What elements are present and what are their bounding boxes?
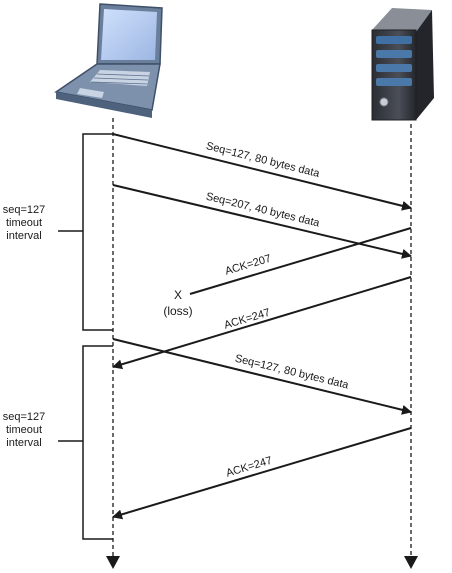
timeout-label-1: seq=127 timeout interval (3, 204, 46, 242)
client-lifeline (106, 118, 120, 569)
timeout-label-line: timeout (6, 424, 42, 436)
timeout-bracket-2 (58, 345, 113, 540)
message-arrow-5 (112, 338, 412, 415)
timeout-label-line: seq=127 (3, 411, 46, 423)
client-lifeline-arrowhead (106, 556, 120, 569)
server-lifeline-arrowhead (404, 556, 418, 569)
message-arrow-4 (112, 276, 412, 370)
server-lifeline (404, 124, 418, 569)
message-arrow-2 (112, 184, 412, 259)
loss-note: (loss) (163, 304, 192, 318)
server-icon (371, 8, 434, 121)
message-arrow-6 (112, 427, 412, 520)
timeout-label-line: timeout (6, 217, 42, 229)
timeout-label-line: seq=127 (3, 204, 46, 216)
message-label-4: ACK=247 (223, 307, 272, 332)
message-arrow-1 (112, 133, 412, 211)
timeout-bracket-1 (58, 133, 113, 331)
timeout-label-2: seq=127 timeout interval (3, 411, 46, 449)
message-arrow-3-lost (189, 227, 412, 295)
laptop-icon (54, 3, 163, 118)
message-label-3: ACK=207 (224, 253, 273, 278)
timeout-label-line: interval (6, 437, 41, 449)
timeout-label-line: interval (6, 230, 41, 242)
loss-mark: X (174, 288, 182, 302)
